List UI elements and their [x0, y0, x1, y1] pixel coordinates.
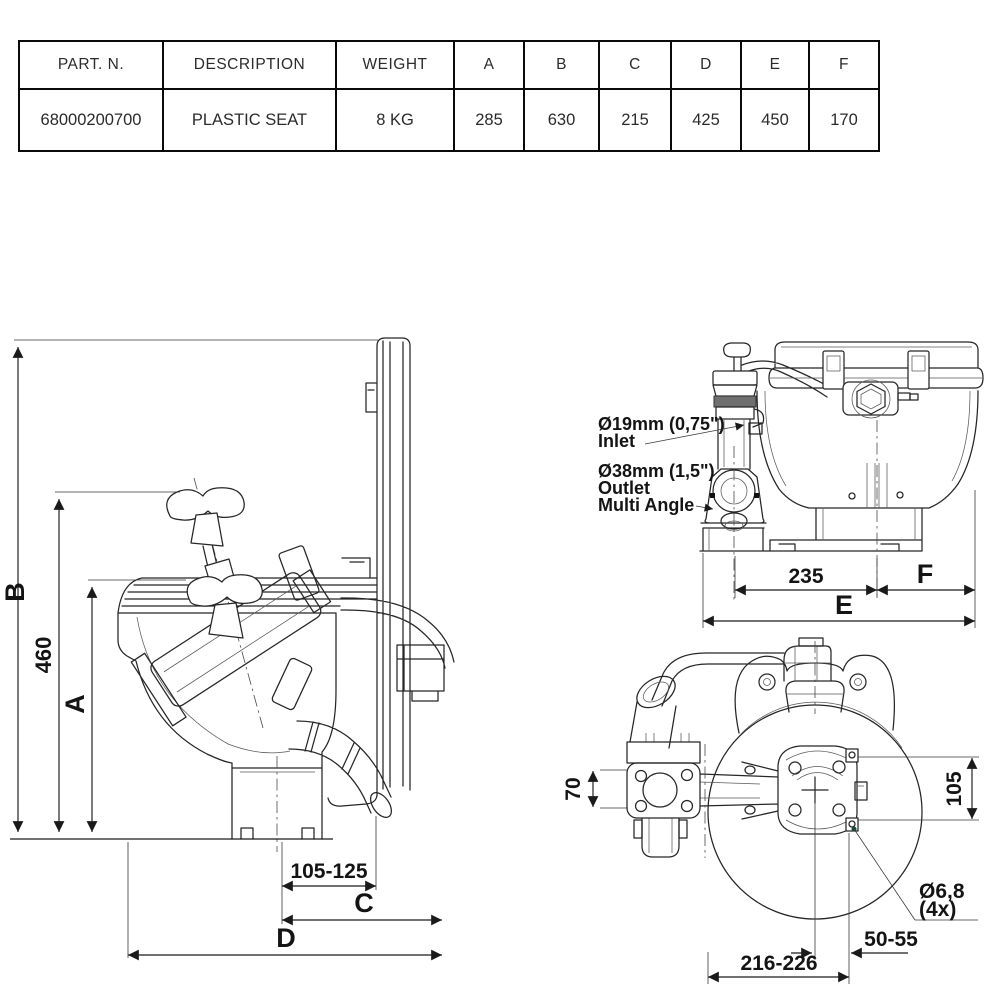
dim-text-a: A [60, 694, 90, 714]
pump-handle-lowered [186, 574, 263, 607]
col-header-a: A [453, 40, 525, 90]
nozzle-tab-left [633, 819, 643, 839]
dim-text-460: 460 [31, 637, 56, 674]
col-header-description: DESCRIPTION [162, 40, 337, 90]
side-clip [854, 781, 868, 801]
front-view-thin-lines [708, 346, 982, 551]
dim-text-216-226: 216-226 [740, 952, 817, 975]
hose-port-opening [636, 675, 676, 709]
outlet-opening [720, 512, 748, 530]
bracket-bolt-right [754, 493, 759, 498]
col-header-c: C [598, 40, 672, 90]
mount-hole-top [845, 748, 859, 763]
dim-text-d: D [276, 923, 296, 953]
side-view-drawing: B 460 A 105-125 C D [0, 337, 455, 961]
side-view-linework [117, 337, 455, 840]
pump-white-band [715, 406, 755, 420]
bowl-inner-arc [739, 701, 903, 749]
elbow-cap [798, 637, 824, 647]
col-header-d: D [670, 40, 742, 90]
ear-screw-right [849, 673, 867, 691]
handle-centerline [193, 477, 278, 852]
col-header-weight: WEIGHT [335, 40, 455, 90]
outlet-size-label: Ø38mm (1,5") [598, 461, 715, 481]
dim-text-70: 70 [562, 777, 585, 800]
cell-c: 215 [598, 88, 672, 152]
cell-part-number[interactable]: 68000200700 [18, 88, 164, 152]
dim-text-235: 235 [788, 565, 823, 588]
dim-text-holes-qty: (4x) [919, 898, 956, 921]
pump-handle-lowered-hub [208, 602, 244, 639]
dim-text-holes: Ø6,8 [919, 880, 965, 903]
arm-hole-top [744, 765, 756, 775]
dim-text-c: C [354, 888, 374, 918]
dim-text-50-55: 50-55 [864, 928, 918, 951]
holes-leader-dot [851, 826, 857, 832]
pump-flange [626, 762, 701, 819]
pump-handle-hub [190, 512, 224, 547]
bracket-bolt-left [710, 493, 715, 498]
technical-drawings: B 460 A 105-125 C D [0, 337, 984, 984]
pump-head [712, 370, 758, 386]
table-row: 68000200700 PLASTIC SEAT 8 KG 285 630 21… [18, 88, 880, 152]
col-header-f: F [808, 40, 880, 90]
cell-description: PLASTIC SEAT [162, 88, 337, 152]
col-header-e: E [740, 40, 810, 90]
discharge-outlet-end [370, 792, 392, 818]
inlet-leader-line [644, 422, 745, 445]
cell-e: 450 [740, 88, 810, 152]
multi-angle-label: Multi Angle [598, 495, 694, 515]
pump-spout [271, 657, 313, 711]
cell-d: 425 [670, 88, 742, 152]
arm-hole-bottom [744, 805, 756, 815]
pedestal-bolt-right [896, 491, 904, 499]
outlet-label: Outlet [598, 478, 650, 498]
pump-clamp [278, 545, 320, 601]
front-centerlines [733, 420, 878, 600]
ear-screw-left [758, 673, 776, 691]
inlet-hex-nut [856, 383, 886, 415]
pump-flange-center [642, 772, 678, 808]
side-view-thin-lines [136, 616, 315, 773]
cell-f: 170 [808, 88, 880, 152]
inlet-size-label: Ø19mm (0,75") [598, 414, 725, 434]
multi-angle-leader-line [695, 503, 714, 512]
front-view-drawing: Ø19mm (0,75") Inlet Ø38mm (1,5") Outlet … [598, 341, 984, 628]
col-header-b: B [523, 40, 600, 90]
cell-weight: 8 KG [335, 88, 455, 152]
dim-text-f: F [917, 559, 934, 589]
inlet-label: Inlet [598, 431, 635, 451]
lid-hinge-left [822, 350, 845, 390]
cell-b: 630 [523, 88, 600, 152]
dim-text-105: 105 [943, 771, 966, 806]
nozzle-tab-right [678, 819, 688, 839]
side-extension-lines [14, 339, 378, 958]
lid-hinge-right [907, 350, 930, 390]
col-header-part-n: PART. N. [18, 40, 164, 90]
top-extension-lines [600, 756, 979, 984]
cell-a: 285 [453, 88, 525, 152]
pump-collar [626, 741, 701, 764]
dim-text-105-125: 105-125 [290, 860, 367, 883]
front-extension-lines [702, 490, 976, 628]
dim-text-b: B [0, 582, 30, 602]
spud-tab [897, 392, 911, 401]
spec-table: PART. N. DESCRIPTION WEIGHT A B C D E F … [18, 40, 880, 152]
pedestal-bolt-left [848, 492, 856, 500]
table-header-row: PART. N. DESCRIPTION WEIGHT A B C D E F [18, 40, 880, 90]
top-view-drawing: 70 105 Ø6,8 (4x) 50-55 216-226 [562, 637, 979, 984]
pump-dark-band [713, 395, 757, 408]
top-view-centerlines [704, 641, 816, 858]
dim-text-e: E [835, 590, 853, 620]
inlet-port [748, 422, 763, 435]
pump-handle-raised [166, 487, 245, 521]
front-view-linework [699, 341, 984, 552]
holes-leader-line [853, 828, 978, 921]
